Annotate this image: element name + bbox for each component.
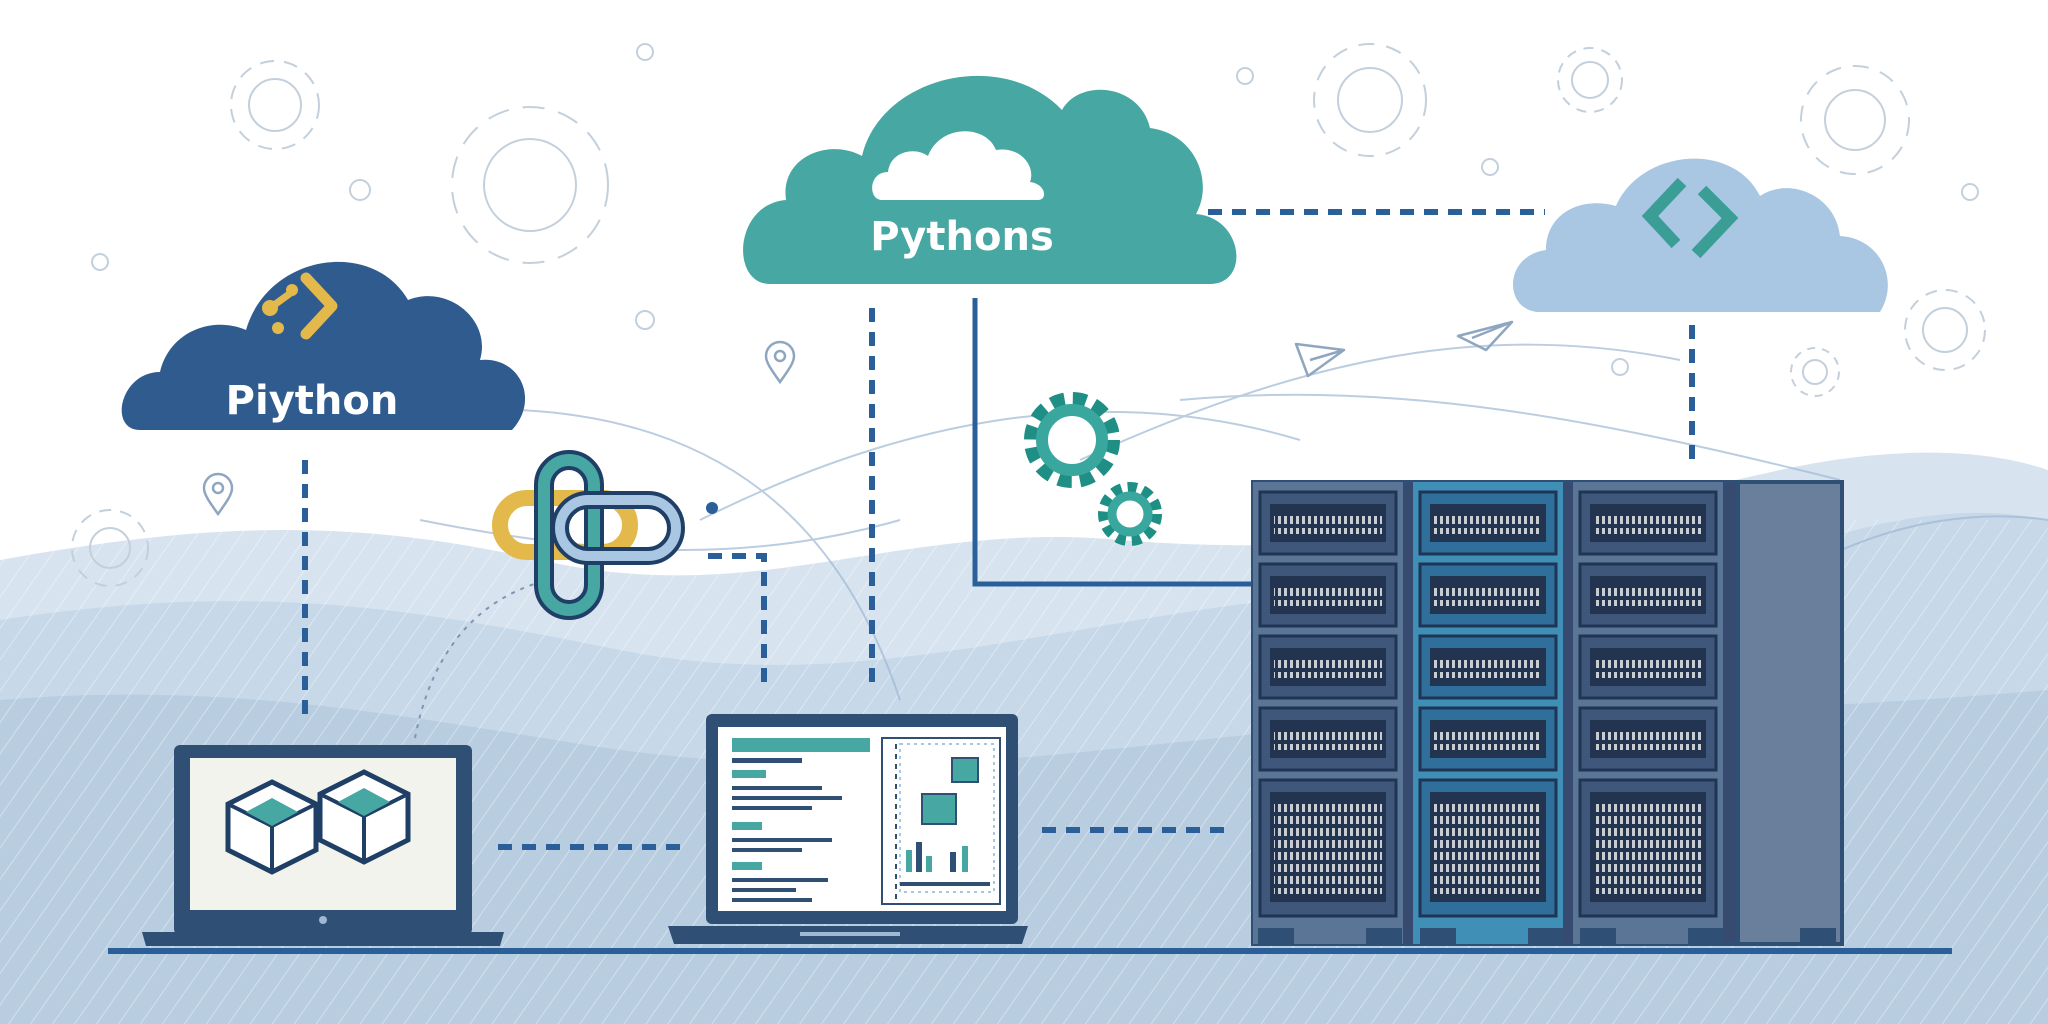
gear-outline-icon bbox=[1904, 289, 1986, 371]
link-dotted-arc bbox=[414, 579, 549, 739]
cloud-middle-inner-icon bbox=[872, 131, 1045, 200]
code-brackets-icon bbox=[1641, 177, 1739, 259]
map-pin-icon bbox=[202, 472, 234, 517]
laptop-left-base bbox=[142, 932, 504, 946]
connection-lines bbox=[302, 209, 1695, 850]
map-pin-icon bbox=[764, 340, 796, 385]
server-unit bbox=[1418, 490, 1558, 556]
server-unit bbox=[1258, 562, 1398, 628]
decor-gears bbox=[71, 43, 1986, 587]
flow-curve-4 bbox=[1179, 393, 1841, 481]
laptop-middle-trackpad bbox=[800, 932, 900, 936]
server-unit bbox=[1578, 562, 1718, 628]
laptop-middle[interactable] bbox=[668, 714, 1028, 944]
cloud-left-label: Piython bbox=[226, 378, 399, 424]
server-unit bbox=[1578, 706, 1718, 772]
paper-plane-icon bbox=[1294, 342, 1346, 378]
server-unit bbox=[1578, 778, 1718, 918]
server-unit bbox=[1258, 778, 1398, 918]
paper-plane-icon bbox=[1456, 320, 1514, 352]
server-units bbox=[1258, 490, 1718, 918]
cloud-right-shape bbox=[1512, 158, 1888, 312]
gear-outline-icon bbox=[1557, 47, 1623, 113]
flow-curve-3 bbox=[1079, 343, 1681, 461]
grid-panel bbox=[881, 737, 1001, 905]
server-unit bbox=[1258, 634, 1398, 700]
server-rack[interactable] bbox=[1251, 480, 1844, 946]
laptop-left[interactable] bbox=[142, 745, 504, 946]
code-chevron-icon bbox=[262, 272, 338, 340]
laptop-left-camera bbox=[319, 916, 327, 924]
server-unit bbox=[1418, 562, 1558, 628]
cloud-left[interactable]: Piython bbox=[121, 261, 526, 430]
server-feet bbox=[1258, 928, 1836, 946]
server-unit bbox=[1258, 490, 1398, 556]
gear-outline-icon bbox=[1800, 65, 1910, 175]
flow-curve-2 bbox=[699, 410, 1301, 521]
gear-outline-icon bbox=[1790, 347, 1840, 397]
flow-curve-5 bbox=[1819, 515, 2048, 561]
link-dot bbox=[706, 502, 718, 514]
cloud-left-shape bbox=[121, 261, 526, 430]
server-unit bbox=[1578, 634, 1718, 700]
decor-dots bbox=[91, 43, 1979, 376]
gears-icon bbox=[1024, 392, 1162, 546]
gear-outline-icon bbox=[230, 60, 320, 150]
gear-outline-icon bbox=[451, 106, 609, 264]
server-unit bbox=[1418, 634, 1558, 700]
paper-planes bbox=[1294, 320, 1514, 378]
cloud-right[interactable] bbox=[1512, 158, 1888, 312]
cube-icon bbox=[225, 769, 411, 875]
map-pins bbox=[202, 340, 796, 517]
cloud-middle-label: Pythons bbox=[870, 214, 1054, 260]
link-chain-laptop bbox=[708, 553, 767, 690]
server-unit bbox=[1418, 778, 1558, 918]
server-unit bbox=[1258, 706, 1398, 772]
gear-outline-icon bbox=[71, 509, 149, 587]
chain-link-icon bbox=[492, 450, 685, 620]
link-middle-cloud-server bbox=[972, 298, 1255, 587]
server-unit bbox=[1578, 490, 1718, 556]
server-unit bbox=[1418, 706, 1558, 772]
gear-outline-icon bbox=[1313, 43, 1427, 157]
document-panel bbox=[732, 738, 870, 902]
cloud-middle[interactable]: Pythons bbox=[743, 75, 1237, 284]
